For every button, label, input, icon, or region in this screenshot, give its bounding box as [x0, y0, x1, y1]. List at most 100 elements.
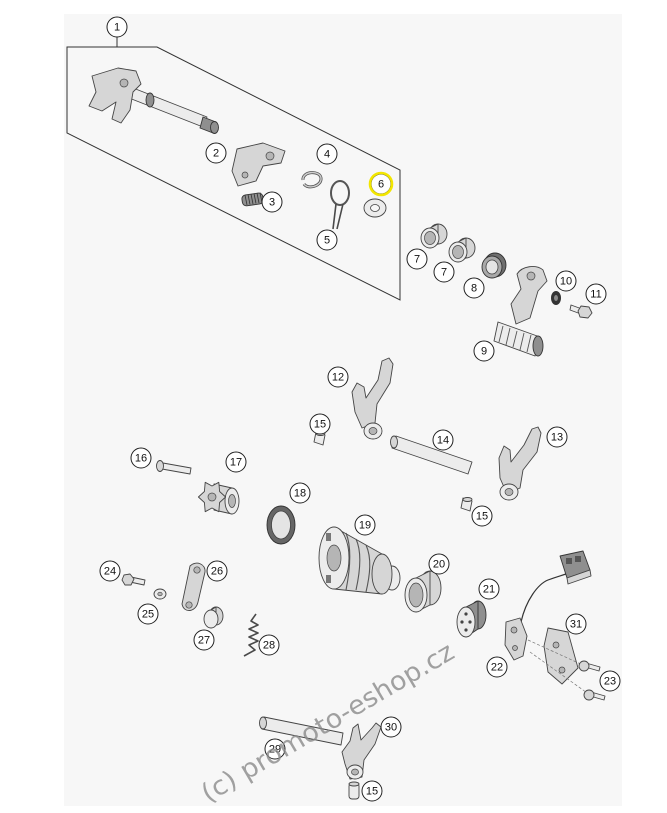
part-3-drawing: [241, 192, 264, 207]
part-7-drawing-b: [448, 237, 476, 263]
callout-31[interactable]: 31: [565, 613, 587, 635]
assembly-outline: [66, 46, 401, 301]
callout-26[interactable]: 26: [206, 560, 228, 582]
part-2-drawing: [231, 142, 286, 187]
part-4-drawing: [301, 171, 323, 189]
callout-13[interactable]: 13: [546, 426, 568, 448]
callout-label: 22: [491, 662, 503, 674]
callout-label: 29: [269, 744, 281, 756]
part-23-drawing: [578, 660, 606, 701]
callout-8[interactable]: 8: [463, 277, 485, 299]
callout-28[interactable]: 28: [258, 634, 280, 656]
callout-label: 17: [230, 457, 242, 469]
part-16-drawing: [156, 460, 192, 475]
callout-label: 14: [437, 435, 449, 447]
part-11-drawing: [569, 304, 593, 319]
callout-label: 18: [294, 488, 306, 500]
part-28-drawing: [243, 613, 259, 657]
highlight-ring: [368, 171, 394, 197]
callout-19[interactable]: 19: [354, 514, 376, 536]
callout-18[interactable]: 18: [289, 482, 311, 504]
callout-label: 13: [551, 432, 563, 444]
callout-label: 21: [483, 584, 495, 596]
part-8-drawing: [481, 252, 507, 279]
callout-label: 15: [476, 511, 488, 523]
part-25-drawing: [153, 588, 167, 600]
callout-label: 7: [414, 254, 420, 266]
callout-label: 24: [104, 566, 116, 578]
part-1-drawing: [88, 67, 219, 134]
part-15-drawing-b: [460, 497, 473, 512]
callout-11[interactable]: 11: [585, 283, 607, 305]
part-14-drawing: [390, 435, 473, 475]
callout-1[interactable]: 1: [106, 16, 128, 38]
callout-label: 19: [359, 520, 371, 532]
callout-15-a[interactable]: 15: [309, 413, 331, 435]
callout-17[interactable]: 17: [225, 451, 247, 473]
part-6-drawing: [363, 198, 387, 218]
callout-9[interactable]: 9: [473, 340, 495, 362]
callout-label: 28: [263, 640, 275, 652]
part-18-drawing: [266, 505, 296, 545]
callout-label: 15: [366, 786, 378, 798]
callout-10[interactable]: 10: [555, 270, 577, 292]
callout-label: 6: [378, 179, 384, 191]
callout-label: 12: [332, 372, 344, 384]
callout-4[interactable]: 4: [316, 143, 338, 165]
callout-label: 1: [114, 22, 120, 34]
callout-label: 8: [471, 283, 477, 295]
callout-label: 7: [441, 267, 447, 279]
callout-15-c[interactable]: 15: [361, 780, 383, 802]
part-30-drawing: [341, 722, 382, 780]
diagram-background: [64, 14, 622, 806]
callout-label: 15: [314, 419, 326, 431]
part-15-drawing-c: [348, 781, 360, 800]
callout-24[interactable]: 24: [99, 560, 121, 582]
callout-22[interactable]: 22: [486, 656, 508, 678]
callout-25[interactable]: 25: [137, 603, 159, 625]
callout-label: 10: [560, 276, 572, 288]
callout-label: 9: [481, 346, 487, 358]
callout-5[interactable]: 5: [316, 229, 338, 251]
callout-27[interactable]: 27: [193, 629, 215, 651]
part-20-drawing: [404, 570, 442, 613]
callout-label: 3: [269, 197, 275, 209]
callout-23[interactable]: 23: [599, 670, 621, 692]
part-24-drawing: [121, 573, 146, 586]
part-26-drawing: [181, 562, 206, 611]
callout-label: 30: [385, 722, 397, 734]
callout-15-b[interactable]: 15: [471, 505, 493, 527]
callout-label: 16: [135, 453, 147, 465]
callout-label: 2: [213, 148, 219, 160]
callout-20[interactable]: 20: [428, 553, 450, 575]
callout-label: 11: [590, 289, 601, 301]
callout-label: 27: [198, 635, 210, 647]
callout-6[interactable]: 6: [368, 171, 394, 197]
callout-label: 25: [142, 609, 154, 621]
part-19-drawing: [318, 526, 401, 595]
callout-3[interactable]: 3: [261, 191, 283, 213]
callout-12[interactable]: 12: [327, 366, 349, 388]
callout-2[interactable]: 2: [205, 142, 227, 164]
part-5-drawing: [330, 180, 350, 230]
part-22-drawing: [504, 617, 528, 661]
part-21-drawing: [456, 600, 487, 638]
callout-7-a[interactable]: 7: [406, 248, 428, 270]
callout-label: 26: [211, 566, 223, 578]
callout-21[interactable]: 21: [478, 578, 500, 600]
callout-16[interactable]: 16: [130, 447, 152, 469]
callout-label: 5: [324, 235, 330, 247]
callout-7-b[interactable]: 7: [433, 261, 455, 283]
callout-14[interactable]: 14: [432, 429, 454, 451]
callout-label: 23: [604, 676, 616, 688]
part-7-drawing-a: [420, 223, 448, 249]
callout-30[interactable]: 30: [380, 716, 402, 738]
part-29-drawing: [259, 716, 344, 746]
part-31-drawing: [527, 627, 591, 696]
callout-label: 4: [324, 149, 330, 161]
part-27-drawing: [203, 606, 224, 629]
sensor-connector-drawing: [520, 550, 592, 623]
callout-29[interactable]: 29: [264, 738, 286, 760]
part-9-drawing: [493, 266, 548, 357]
